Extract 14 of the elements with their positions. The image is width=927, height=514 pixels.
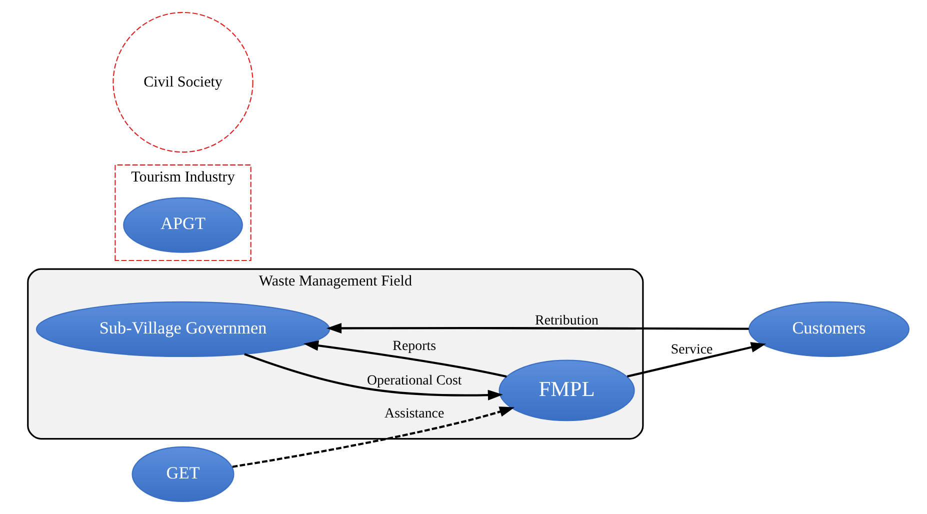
edge-label: Retribution xyxy=(534,313,598,328)
edge-label: Reports xyxy=(392,339,436,354)
arrow xyxy=(244,353,502,400)
arrow xyxy=(626,342,766,378)
edge-label: Service xyxy=(670,342,712,358)
node-ellipse: Sub-Village Governmen xyxy=(35,301,330,358)
edge-label: Operational Cost xyxy=(366,373,462,388)
node-ellipse: APGT xyxy=(122,197,242,253)
arrow xyxy=(326,322,748,334)
edge-label: Assistance xyxy=(384,406,444,422)
arrow xyxy=(302,340,506,378)
node-ellipse: GET xyxy=(131,446,234,502)
arrow xyxy=(232,406,514,468)
node-circle: Civil Society xyxy=(112,12,253,153)
